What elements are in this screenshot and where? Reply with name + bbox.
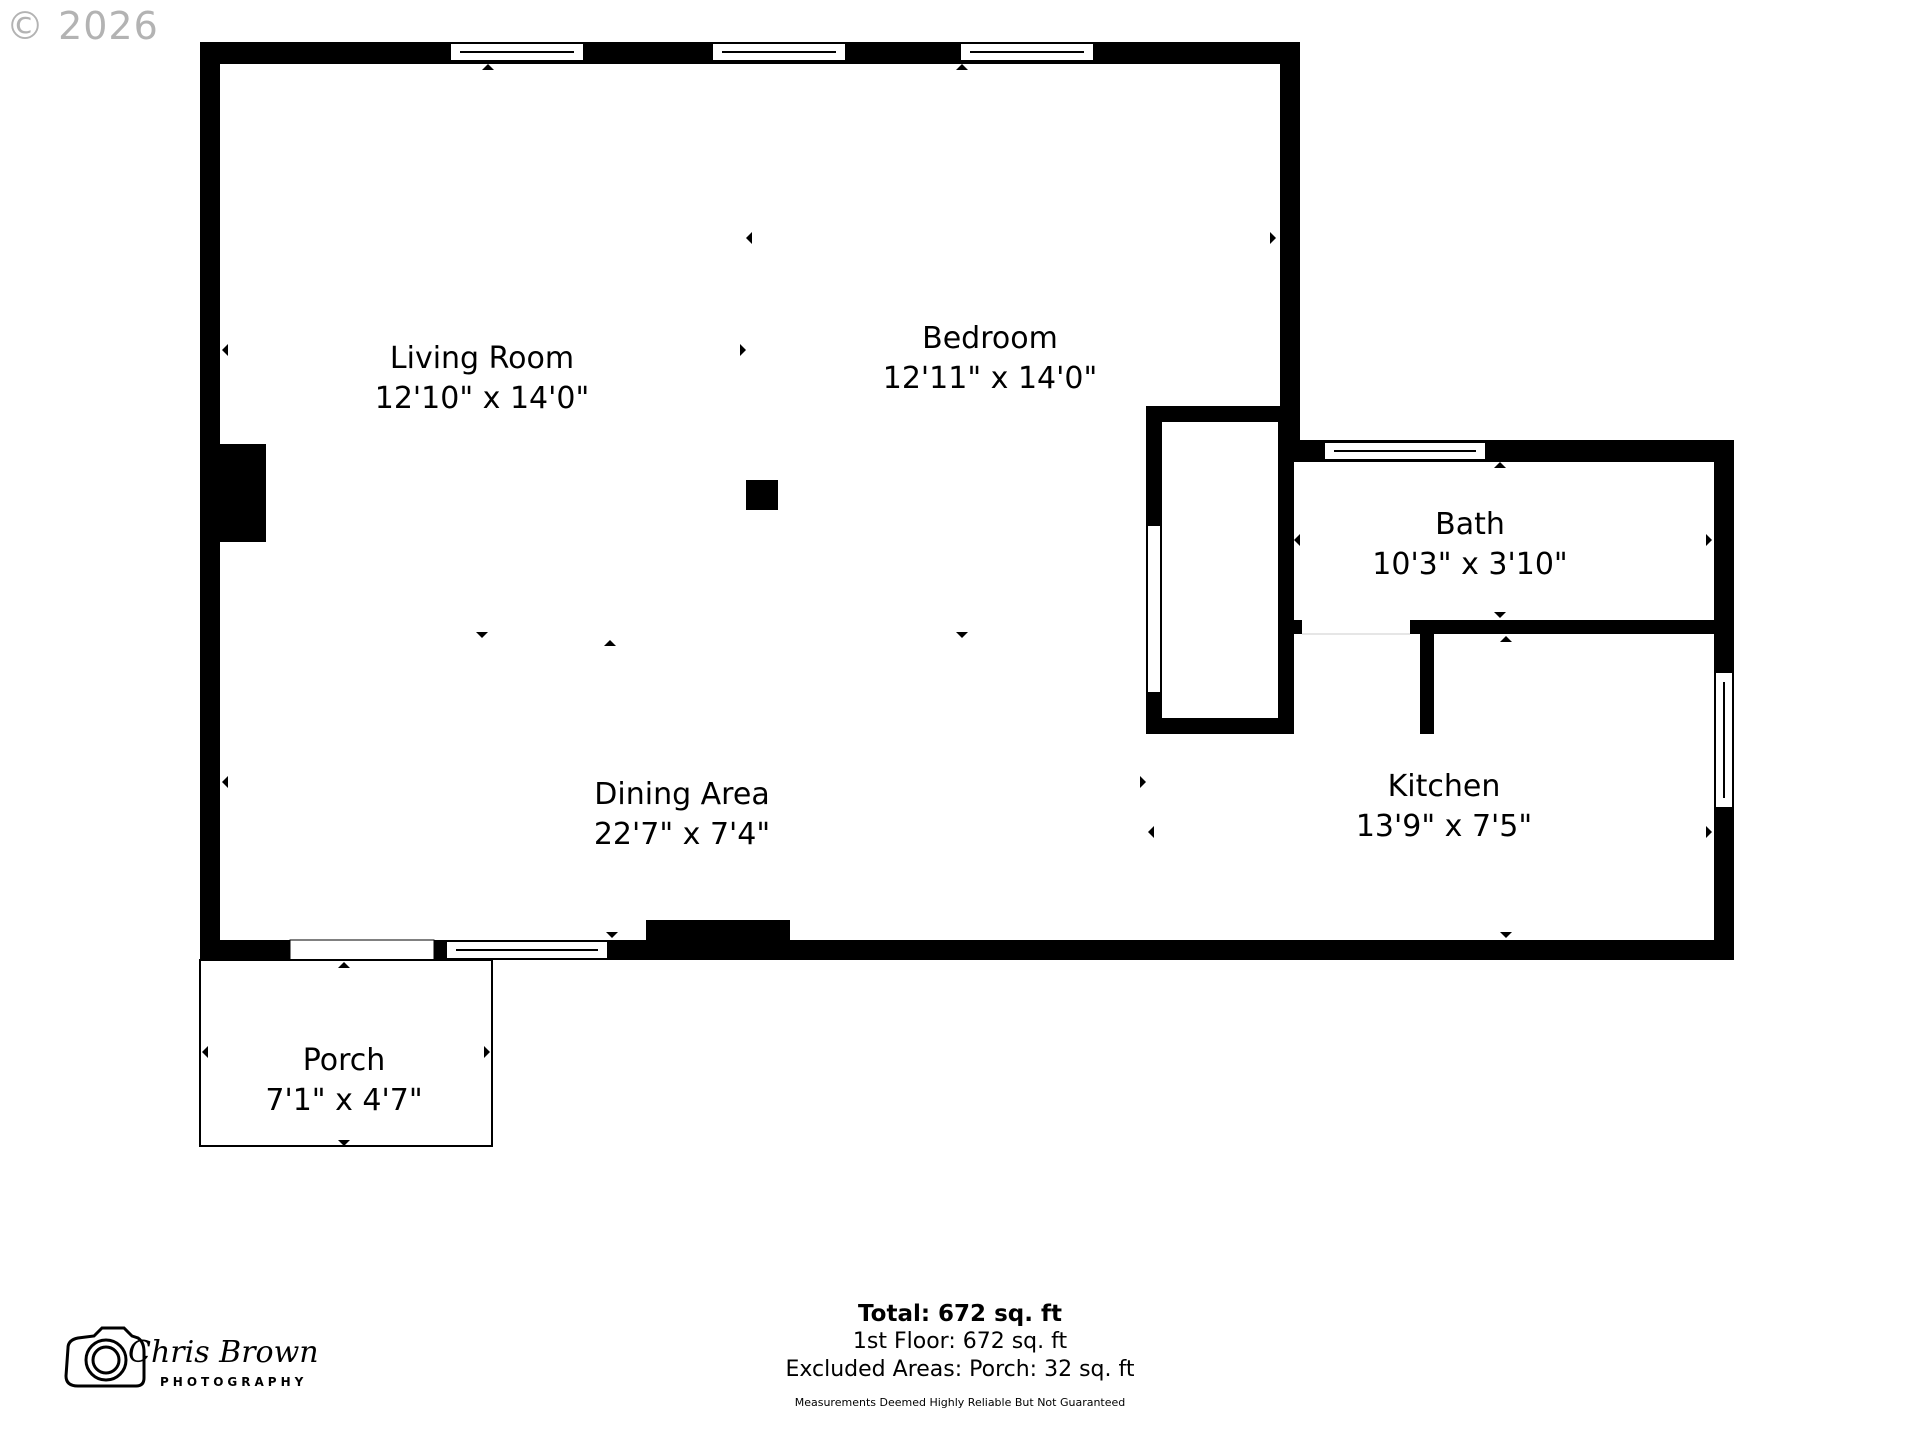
bath-dims: 10'3" x 3'10" <box>1372 547 1567 582</box>
door-bath <box>1302 620 1410 634</box>
disclaimer: Measurements Deemed Highly Reliable But … <box>794 1396 1126 1409</box>
marker <box>1500 932 1512 938</box>
bedroom-dims: 12'11" x 14'0" <box>883 361 1098 396</box>
marker <box>606 932 618 938</box>
room-labels: Living Room 12'10" x 14'0" Bedroom 12'11… <box>265 321 1567 1118</box>
marker <box>476 632 488 638</box>
dining-area-dims: 22'7" x 7'4" <box>594 817 770 852</box>
marker <box>338 962 350 968</box>
wall-bedroom-right <box>1280 42 1300 442</box>
bath-name: Bath <box>1435 507 1505 542</box>
wall-kitchen-partition <box>1420 620 1434 734</box>
marker <box>202 1046 208 1058</box>
door-closet <box>1148 526 1160 692</box>
wall-bath-bottom-right <box>1410 620 1734 634</box>
floor-plan: Living Room 12'10" x 14'0" Bedroom 12'11… <box>199 42 1734 1147</box>
camera-icon <box>64 1326 146 1388</box>
living-room-name: Living Room <box>390 341 574 376</box>
window-mullions <box>456 51 1725 951</box>
wall-bath-bottom-left <box>1278 620 1302 634</box>
marker <box>222 776 228 788</box>
marker <box>222 344 228 356</box>
marker <box>746 232 752 244</box>
logo-subtitle: PHOTOGRAPHY <box>160 1375 308 1389</box>
excluded-area: Excluded Areas: Porch: 32 sq. ft <box>785 1357 1135 1382</box>
bedroom-name: Bedroom <box>922 321 1058 356</box>
kitchen-dims: 13'9" x 7'5" <box>1356 809 1532 844</box>
counter-block <box>646 920 790 942</box>
marker <box>1140 776 1146 788</box>
marker <box>1706 826 1712 838</box>
marker <box>740 344 746 356</box>
copyright-text: © 2026 <box>6 4 159 48</box>
total-area: Total: 672 sq. ft <box>858 1301 1062 1327</box>
area-summary: Total: 672 sq. ft 1st Floor: 672 sq. ft … <box>0 1300 1920 1409</box>
dimension-markers <box>202 64 1712 1146</box>
wall-closet-bottom <box>1146 718 1294 734</box>
dining-area-name: Dining Area <box>594 777 769 812</box>
marker <box>1706 534 1712 546</box>
fireplace <box>200 444 266 542</box>
marker <box>956 64 968 70</box>
porch-dims: 7'1" x 4'7" <box>265 1083 422 1118</box>
porch-outline <box>199 959 493 1147</box>
marker <box>1494 462 1506 468</box>
first-floor-area: 1st Floor: 672 sq. ft <box>852 1329 1068 1354</box>
marker <box>484 1046 490 1058</box>
porch-name: Porch <box>303 1043 386 1078</box>
marker <box>1270 232 1276 244</box>
marker <box>1294 534 1300 546</box>
logo-script-text: Chris Brown <box>128 1335 318 1370</box>
marker <box>1494 612 1506 618</box>
marker <box>338 1140 350 1146</box>
living-room-dims: 12'10" x 14'0" <box>375 381 590 416</box>
column <box>746 480 778 510</box>
wall-closet-right <box>1278 406 1294 734</box>
door-entry <box>289 939 435 961</box>
photographer-logo: Chris Brown <box>64 1326 318 1388</box>
marker <box>1148 826 1154 838</box>
marker <box>482 64 494 70</box>
marker <box>604 640 616 646</box>
kitchen-name: Kitchen <box>1388 769 1501 804</box>
door-openings <box>289 526 1410 961</box>
marker <box>956 632 968 638</box>
wall-closet-top <box>1146 406 1300 422</box>
marker <box>1500 636 1512 642</box>
